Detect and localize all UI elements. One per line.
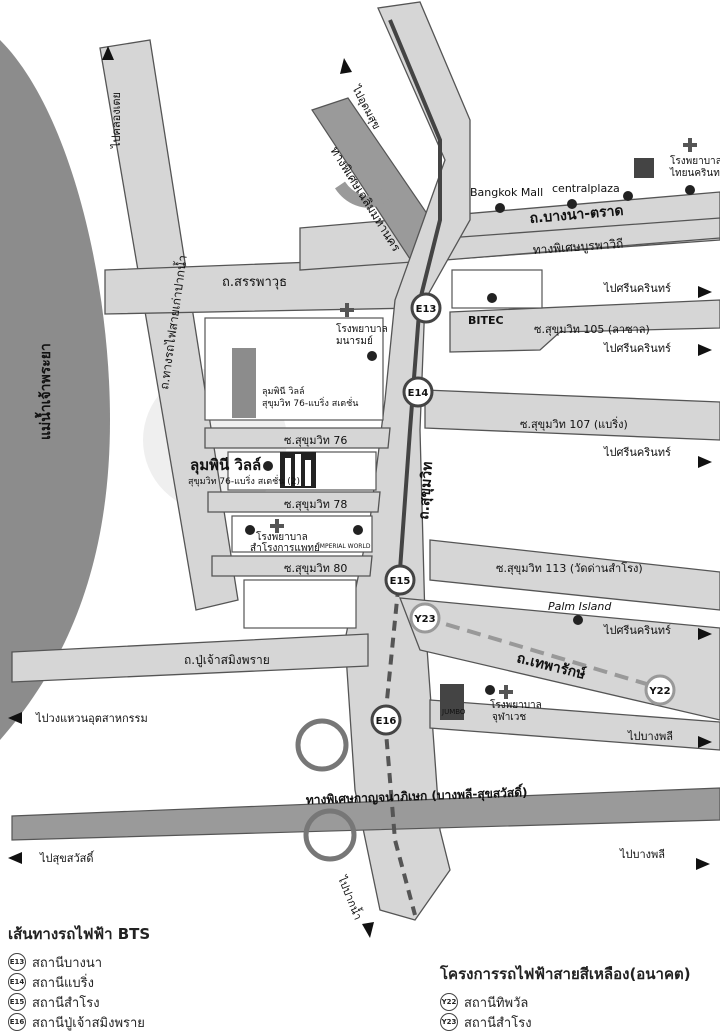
- legend-row: Y23 สถานีสำโรง: [440, 1012, 691, 1032]
- block: [451, 269, 543, 309]
- river-label: แม่น้ำเจ้าพระยา: [34, 343, 54, 440]
- station-e16[interactable]: E16: [370, 704, 402, 736]
- train-line-road: [99, 39, 239, 611]
- station-y22[interactable]: Y22: [644, 674, 676, 706]
- legend-row: E15 สถานีสำโรง: [8, 992, 150, 1012]
- interchange-loop: [303, 808, 357, 862]
- legend-label: สถานีสำโรง: [32, 995, 100, 1011]
- bts-extension-dashed: [382, 569, 417, 916]
- station-badge: E14: [8, 973, 26, 991]
- lumpini-main-sublabel: สุขุมวิท 76-แบริ่ง สเตชั่น (2): [188, 474, 300, 487]
- bts-line: [388, 19, 442, 571]
- river: [0, 40, 110, 740]
- station-e13[interactable]: E13: [410, 292, 442, 324]
- legend-row: E13 สถานีบางนา: [8, 952, 150, 972]
- soi-107-label: ซ.สุขุมวิท 107 (แบริ่ง): [520, 416, 628, 431]
- station-y23[interactable]: Y23: [409, 602, 441, 634]
- direction-arrows: [8, 46, 712, 938]
- legend-bts-title: เส้นทางรถไฟฟ้า BTS: [8, 925, 151, 943]
- direction-srinakarin-3: ไปศรีนครินทร์: [603, 446, 671, 459]
- interchange-loop: [295, 718, 349, 772]
- legend-row: Y22 สถานีทิพวัล: [440, 992, 691, 1012]
- thai-nakarin-label-1: โรงพยาบาล: [670, 154, 720, 167]
- legend-label: สถานีบางนา: [32, 955, 103, 971]
- station-badge: Y23: [440, 1013, 458, 1031]
- legend-yellow-title: โครงการรถไฟฟ้าสายสีเหลือง(อนาคต): [440, 965, 691, 983]
- bitec-label: BITEC: [468, 314, 504, 327]
- palm-island-label: Palm Island: [548, 600, 612, 613]
- direction-bang-phli-1: ไปบางพลี: [627, 730, 673, 743]
- direction-srinakarin-1: ไปศรีนครินทร์: [603, 282, 671, 295]
- legend-label: สถานีสำโรง: [464, 1015, 532, 1031]
- kanchanaphisek-expressway: [11, 787, 720, 841]
- legend-row: E16 สถานีปู่เจ้าสมิงพราย: [8, 1012, 150, 1032]
- direction-pak-nam: ไปปากน้ำ: [335, 873, 367, 922]
- station-y23-label: Y23: [413, 614, 435, 625]
- direction-srinakarin-4: ไปศรีนครินทร์: [603, 624, 671, 637]
- direction-khlong-toei: ไปคลองเตย: [110, 92, 123, 149]
- legend-yellow: โครงการรถไฟฟ้าสายสีเหลือง(อนาคต) Y22 สถาน…: [440, 962, 691, 1032]
- station-badge: E13: [8, 953, 26, 971]
- legend-bts: เส้นทางรถไฟฟ้า BTS E13 สถานีบางนา E14 สถาน…: [8, 922, 150, 1032]
- mongkut-label-1: โรงพยาบาล: [336, 322, 388, 335]
- station-badge: E16: [8, 1013, 26, 1031]
- station-y22-label: Y22: [648, 686, 670, 697]
- imperial-world-label: IMPERIAL WORLD: [318, 543, 371, 550]
- block: [231, 515, 373, 553]
- station-e14-label: E14: [408, 388, 429, 399]
- expressway-ramp: [335, 171, 395, 208]
- big-c-jumbo-label: JUMBO: [441, 708, 466, 716]
- legend-label: สถานีปู่เจ้าสมิงพราย: [32, 1015, 145, 1031]
- soi-113: [429, 539, 720, 611]
- samrong-hospital-label-2: สำโรงการแพทย์: [250, 541, 320, 554]
- jufa-label-1: โรงพยาบาล: [490, 698, 542, 711]
- soi-80: [211, 555, 373, 577]
- station-badge: Y22: [440, 993, 458, 1011]
- direction-srinakarin-2: ไปศรีนครินทร์: [603, 342, 671, 355]
- bangkok-mall-label: Bangkok Mall: [470, 186, 543, 199]
- soi-76-label: ซ.สุขุมวิท 76: [284, 434, 347, 447]
- station-e14[interactable]: E14: [402, 376, 434, 408]
- legend-label: สถานีทิพวัล: [464, 995, 529, 1011]
- direction-suksawat: ไปสุขสวัสดิ์: [39, 850, 95, 865]
- samrong-hospital-label-1: โรงพยาบาล: [256, 530, 308, 543]
- thai-nakarin-label-2: ไทยนครินทร์: [669, 167, 720, 179]
- station-e13-label: E13: [416, 304, 437, 315]
- soi-113-label: ซ.สุขุมวิท 113 (วัดด่านสำโรง): [496, 561, 643, 575]
- pu-chao-label: ถ.ปู่เจ้าสมิงพราย: [184, 653, 270, 668]
- direction-ring-road: ไปวงแหวนอุตสาหกรรม: [35, 712, 148, 725]
- soi-80-label: ซ.สุขุมวิท 80: [284, 562, 347, 575]
- project-tall-block: [232, 348, 256, 418]
- station-e16-label: E16: [376, 716, 397, 727]
- sanphawut-label: ถ.สรรพาวุธ: [222, 275, 287, 290]
- pu-chao-road: [11, 633, 369, 683]
- legend-row: E14 สถานีแบริ่ง: [8, 972, 150, 992]
- station-e15[interactable]: E15: [384, 564, 416, 596]
- landmark-dots: [245, 185, 695, 695]
- soi-105-label: ซ.สุขุมวิท 105 (ลาซาล): [534, 323, 650, 336]
- station-e15-label: E15: [390, 576, 411, 587]
- soi-107: [424, 389, 720, 441]
- central-plaza-label: centralplaza: [552, 182, 620, 195]
- jufa-label-2: จุฬาเวช: [492, 711, 526, 723]
- soi-105: [449, 299, 720, 353]
- lumpini-logo: [280, 452, 316, 488]
- block: [243, 579, 357, 629]
- station-badge: E15: [8, 993, 26, 1011]
- direction-bang-phli-2: ไปบางพลี: [619, 848, 665, 861]
- soi-78-label: ซ.สุขุมวิท 78: [284, 498, 347, 511]
- yellow-line-dashed: [424, 616, 661, 690]
- sukhumvit-label: ถ.สุขุมวิท: [416, 461, 436, 520]
- lumpini-small-label-1: ลุมพินี วิลล์: [262, 385, 304, 397]
- lumpini-small-label-2: สุขุมวิท 76-แบริ่ง สเตชั่น: [262, 396, 358, 409]
- bang-phli-road: [429, 699, 720, 751]
- soi-76: [204, 427, 391, 449]
- big-c-logo: [440, 158, 654, 720]
- legend-label: สถานีแบริ่ง: [32, 975, 94, 991]
- lumpini-main-label: ลุมพินี วิลล์: [190, 456, 261, 475]
- soi-78: [207, 491, 381, 513]
- hospital-icon: [270, 138, 697, 699]
- mongkut-label-2: มนารมย์: [336, 335, 373, 347]
